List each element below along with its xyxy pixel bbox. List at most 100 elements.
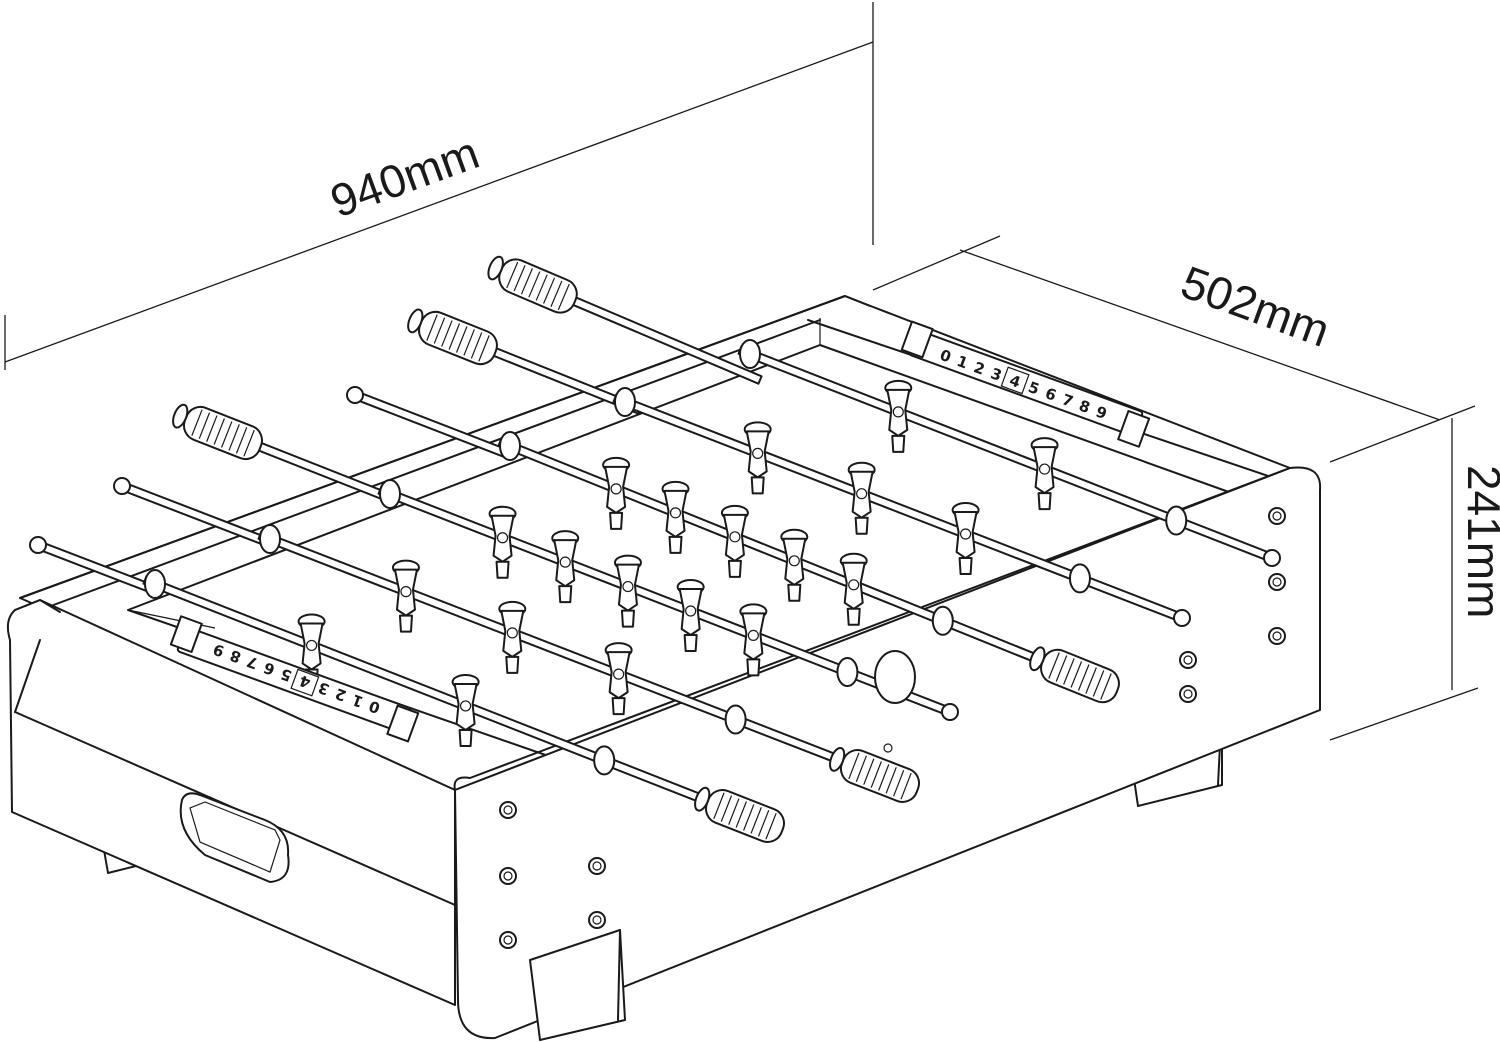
scoreboard-far-cap-left bbox=[900, 320, 934, 359]
handle-rib bbox=[191, 409, 203, 436]
player-body bbox=[553, 539, 578, 588]
handle-grip bbox=[498, 258, 578, 314]
score-slider[interactable] bbox=[290, 668, 320, 697]
player-foot bbox=[398, 614, 413, 633]
bolt-icon bbox=[1179, 651, 1197, 669]
handle-rib bbox=[878, 764, 890, 791]
player-body bbox=[615, 563, 640, 612]
score-slider[interactable] bbox=[1000, 366, 1030, 395]
handle-rib bbox=[885, 767, 897, 794]
handle-rib bbox=[743, 804, 755, 831]
bolt-icon bbox=[499, 801, 517, 819]
player-figure bbox=[884, 379, 913, 453]
handle-rib bbox=[455, 326, 468, 353]
handle-collar bbox=[1029, 646, 1046, 672]
player-pin bbox=[496, 532, 509, 544]
player-foot bbox=[609, 511, 624, 530]
rod-end-knob bbox=[941, 703, 959, 721]
player-body bbox=[1032, 446, 1057, 495]
rods bbox=[29, 255, 1281, 844]
player-figure bbox=[498, 600, 527, 674]
player-foot bbox=[458, 728, 473, 747]
bolt-icon bbox=[588, 857, 606, 875]
rod-bearing bbox=[593, 745, 616, 776]
rod-bearing bbox=[144, 569, 166, 599]
handle-rib bbox=[513, 265, 526, 292]
handle-rib bbox=[235, 427, 248, 454]
player-body bbox=[886, 388, 911, 437]
player-figure bbox=[839, 552, 868, 626]
width-label: 502mm bbox=[1175, 256, 1337, 357]
rod-bearing bbox=[836, 657, 859, 688]
handle-icon bbox=[1029, 646, 1120, 704]
player-figure bbox=[676, 578, 705, 652]
player-body bbox=[606, 651, 631, 700]
player-figure bbox=[613, 554, 642, 628]
handle-rib bbox=[426, 314, 438, 341]
handle-rib bbox=[557, 283, 570, 311]
bolt-icon bbox=[1183, 689, 1193, 699]
player-body bbox=[663, 489, 688, 538]
length-label: 940mm bbox=[324, 126, 486, 227]
player-pin bbox=[460, 700, 472, 712]
player-foot bbox=[611, 697, 626, 716]
handle-rib bbox=[470, 332, 483, 359]
player-body bbox=[604, 465, 629, 514]
handle-rib bbox=[720, 795, 733, 822]
scoreboard-near: 0 1 2 3 4 5 6 7 8 9 bbox=[169, 615, 420, 743]
bolt-icon bbox=[592, 915, 602, 925]
handle-icon bbox=[172, 403, 263, 461]
handle-rib bbox=[206, 415, 218, 442]
bolt-icon bbox=[1272, 511, 1282, 521]
rod-bearing bbox=[379, 479, 401, 509]
player-body bbox=[393, 568, 418, 617]
handle-rib bbox=[463, 329, 475, 356]
handle-rib bbox=[243, 430, 255, 457]
handle-rib bbox=[1077, 664, 1090, 691]
bolt-icon bbox=[503, 805, 513, 815]
player-pin bbox=[400, 586, 412, 598]
player-figure bbox=[780, 528, 809, 602]
bolt-icon bbox=[499, 931, 517, 949]
handle-rib bbox=[441, 320, 453, 347]
scoreboard-far: 0 1 2 3 4 5 6 7 8 9 bbox=[900, 320, 1151, 448]
player-foot bbox=[958, 557, 973, 576]
handle-rib bbox=[550, 280, 563, 307]
length-dimension-line bbox=[4, 41, 874, 363]
player-body bbox=[741, 612, 766, 661]
rod-end-knob bbox=[29, 536, 47, 554]
handle-collar bbox=[172, 403, 189, 429]
player-pin bbox=[669, 507, 682, 519]
handle-rib bbox=[198, 412, 211, 439]
player-pin bbox=[848, 579, 860, 591]
bolt-icon bbox=[1268, 627, 1286, 645]
handle-rib bbox=[728, 798, 740, 825]
handle-rib bbox=[900, 772, 912, 800]
bolt-icon bbox=[503, 871, 513, 881]
player-foot bbox=[750, 476, 765, 495]
handle-rib bbox=[1063, 658, 1075, 685]
leg-front-left bbox=[529, 929, 626, 1041]
player-pin bbox=[752, 447, 764, 459]
player-figure bbox=[661, 480, 690, 554]
handle-rib bbox=[1070, 661, 1083, 688]
player-body bbox=[745, 430, 770, 479]
handle-rib bbox=[893, 769, 905, 797]
front-side-panel bbox=[454, 466, 1322, 1040]
player-body bbox=[299, 622, 324, 671]
width-dimension-line bbox=[959, 249, 1441, 421]
handle-icon bbox=[487, 255, 578, 314]
handle-rib bbox=[863, 758, 875, 785]
carry-handle-slot bbox=[179, 792, 290, 883]
player-figure bbox=[1030, 437, 1059, 511]
player-figure bbox=[451, 673, 480, 747]
handle-rib bbox=[1092, 670, 1105, 697]
handle-collar bbox=[829, 746, 846, 772]
handle-rib bbox=[1085, 667, 1097, 694]
handle-rib bbox=[1100, 673, 1112, 700]
handle-rib bbox=[528, 271, 541, 298]
player-figure bbox=[488, 505, 517, 579]
handle-rib bbox=[478, 335, 490, 362]
player-foot bbox=[727, 559, 742, 578]
player-body bbox=[500, 609, 525, 658]
